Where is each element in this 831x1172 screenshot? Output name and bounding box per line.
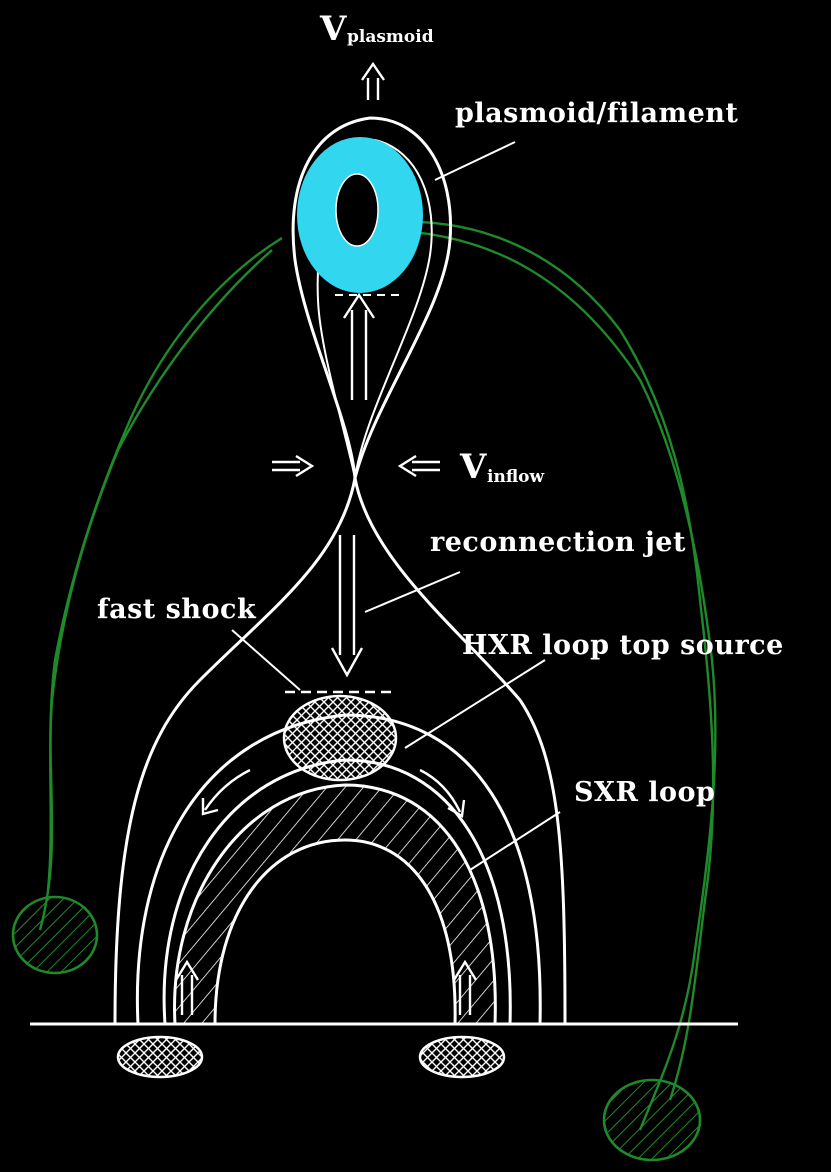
inflow-arrow-left — [272, 456, 312, 476]
v-inflow-label: V — [459, 447, 487, 487]
hxr-loop-top-source-label: HXR loop top source — [462, 630, 784, 661]
leader-reconnection-jet — [365, 572, 460, 612]
v-inflow-subscript: inflow — [487, 467, 545, 487]
hxr-footpoint-left — [118, 1037, 202, 1077]
downward-jet-arrow — [332, 535, 362, 675]
reconnection-jet-label: reconnection jet — [430, 527, 686, 558]
fast-shock-label: fast shock — [97, 594, 257, 625]
loop-flow-arrow-right — [420, 770, 464, 816]
upward-jet-arrow — [344, 295, 374, 400]
v-plasmoid-label: V — [319, 9, 347, 49]
v-plasmoid-subscript: plasmoid — [347, 27, 434, 47]
plasmoid-up-arrow — [362, 64, 384, 100]
green-footpoint-left — [13, 897, 97, 973]
sxr-loop-label: SXR loop — [574, 777, 715, 808]
green-line-left-1 — [48, 238, 282, 890]
green-line-right-2 — [375, 230, 715, 1130]
leader-fast-shock — [232, 630, 300, 690]
inflow-arrow-right — [400, 456, 440, 476]
leader-sxr — [470, 812, 560, 870]
green-line-left-2 — [40, 250, 272, 930]
hxr-loop-top-source — [284, 696, 396, 780]
filament-ring-hole — [336, 174, 378, 246]
leader-plasmoid — [435, 142, 515, 180]
plasmoid-filament-label: plasmoid/filament — [455, 98, 738, 129]
green-field-lines — [40, 222, 715, 1130]
loop-flow-arrow-left — [203, 770, 250, 814]
green-footpoint-right — [604, 1080, 700, 1160]
hxr-footpoint-right — [420, 1037, 504, 1077]
